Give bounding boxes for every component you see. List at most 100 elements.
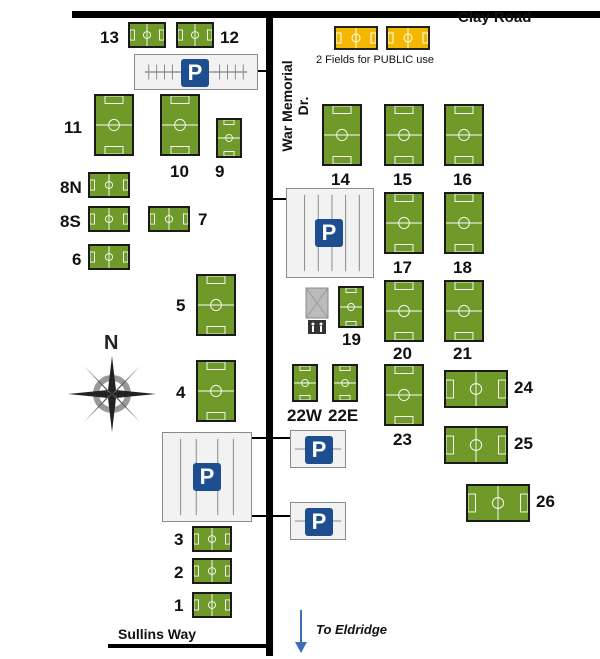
driveway-south-lot-2: [252, 515, 292, 517]
field-markings: [334, 366, 356, 400]
parking-lot-east-1[interactable]: P: [290, 430, 346, 468]
field-markings: [446, 428, 506, 462]
field-10-label: 10: [170, 162, 189, 181]
field-markings: [194, 560, 230, 582]
field-16[interactable]: [444, 104, 484, 166]
field-3-label: 3: [174, 530, 184, 549]
field-14-label: 14: [331, 170, 350, 189]
field-21[interactable]: [444, 280, 484, 342]
field-6-label: 6: [72, 250, 82, 269]
parking-lot-south[interactable]: P: [162, 432, 252, 522]
field-1[interactable]: [192, 592, 232, 618]
field-19-label: 19: [342, 330, 361, 349]
field-markings: [336, 28, 376, 48]
parking-sign: P: [181, 59, 209, 87]
field-markings: [90, 174, 128, 196]
field-22e-label: 22E: [328, 406, 359, 425]
field-12-label: 12: [220, 28, 239, 47]
field-5[interactable]: [196, 274, 236, 336]
parking-sign: P: [305, 508, 333, 536]
public-field-1[interactable]: [334, 26, 378, 50]
field-23[interactable]: [384, 364, 424, 426]
field-10[interactable]: [160, 94, 200, 156]
field-8n[interactable]: [88, 172, 130, 198]
field-markings: [150, 208, 188, 230]
field-markings: [446, 282, 482, 340]
field-markings: [468, 486, 528, 520]
field-12[interactable]: [176, 22, 214, 48]
field-22e[interactable]: [332, 364, 358, 402]
driveway-center-lot: [270, 198, 286, 200]
field-25[interactable]: [444, 426, 508, 464]
field-markings: [130, 24, 164, 46]
field-markings: [386, 194, 422, 252]
field-9-label: 9: [215, 162, 225, 181]
parking-sign: P: [305, 436, 333, 464]
field-markings: [386, 366, 422, 424]
field-markings: [198, 276, 234, 334]
field-20[interactable]: [384, 280, 424, 342]
field-13[interactable]: [128, 22, 166, 48]
parking-lot-east-2[interactable]: P: [290, 502, 346, 540]
parking-lot-north[interactable]: P: [134, 54, 258, 90]
field-26-label: 26: [536, 492, 555, 511]
field-4[interactable]: [196, 360, 236, 422]
parking-sign: P: [315, 219, 343, 247]
parking-lot-center[interactable]: P: [286, 188, 374, 278]
field-24-label: 24: [514, 378, 533, 397]
field-19[interactable]: [338, 286, 364, 328]
field-markings: [218, 120, 240, 156]
compass-icon: [68, 356, 156, 432]
public-fields-note: 2 Fields for PUBLIC use: [316, 54, 434, 66]
field-17[interactable]: [384, 192, 424, 254]
field-markings: [198, 362, 234, 420]
field-markings: [294, 366, 316, 400]
field-2-label: 2: [174, 563, 184, 582]
to-eldridge-arrow: [294, 610, 308, 654]
field-17-label: 17: [393, 258, 412, 277]
field-24[interactable]: [444, 370, 508, 408]
war-memorial-label: War Memorial Dr.: [279, 60, 311, 152]
field-markings: [388, 28, 428, 48]
field-18[interactable]: [444, 192, 484, 254]
field-markings: [162, 96, 198, 154]
field-markings: [96, 96, 132, 154]
field-5-label: 5: [176, 296, 186, 315]
field-15[interactable]: [384, 104, 424, 166]
field-7-label: 7: [198, 210, 208, 229]
war-memorial-drive: [266, 14, 273, 656]
field-7[interactable]: [148, 206, 190, 232]
restroom-building[interactable]: [304, 286, 330, 334]
field-26[interactable]: [466, 484, 530, 522]
field-markings: [324, 106, 360, 164]
compass-rose: N: [68, 332, 156, 432]
compass-north-label: N: [104, 332, 119, 354]
field-15-label: 15: [393, 170, 412, 189]
field-markings: [446, 106, 482, 164]
arrow-down-icon: [295, 610, 307, 653]
field-25-label: 25: [514, 434, 533, 453]
field-23-label: 23: [393, 430, 412, 449]
field-3[interactable]: [192, 526, 232, 552]
field-22w[interactable]: [292, 364, 318, 402]
field-markings: [178, 24, 212, 46]
field-2[interactable]: [192, 558, 232, 584]
field-markings: [194, 528, 230, 550]
field-8s-label: 8S: [60, 212, 81, 231]
sullins-way-label: Sullins Way: [118, 626, 197, 642]
field-6[interactable]: [88, 244, 130, 270]
field-11-label: 11: [64, 118, 82, 137]
field-14[interactable]: [322, 104, 362, 166]
field-markings: [340, 288, 362, 326]
to-eldridge-label: To Eldridge: [316, 622, 388, 637]
clay-road-label: Clay Road: [458, 9, 532, 26]
field-8s[interactable]: [88, 206, 130, 232]
field-9[interactable]: [216, 118, 242, 158]
public-field-2[interactable]: [386, 26, 430, 50]
clay-road: [72, 11, 600, 18]
field-11[interactable]: [94, 94, 134, 156]
field-21-label: 21: [453, 344, 472, 363]
field-markings: [90, 246, 128, 268]
field-20-label: 20: [393, 344, 412, 363]
